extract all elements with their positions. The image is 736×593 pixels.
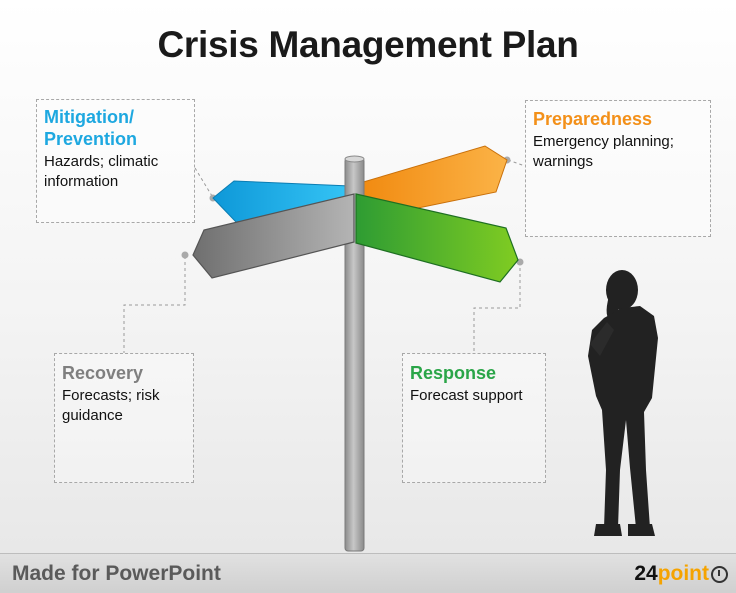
- preparedness-box: Preparedness Emergency planning; warning…: [525, 100, 711, 237]
- sign-green-response: [355, 193, 519, 283]
- recovery-box: Recovery Forecasts; risk guidance: [54, 353, 194, 483]
- footer-bar: Made for PowerPoint 24 point: [0, 553, 736, 593]
- mitigation-text: Hazards; climatic information: [44, 153, 159, 190]
- clock-icon: [711, 565, 728, 583]
- preparedness-heading: Preparedness: [533, 109, 653, 129]
- mitigation-heading: Mitigation/ Prevention: [44, 107, 138, 149]
- mitigation-box: Mitigation/ Prevention Hazards; climatic…: [36, 99, 195, 223]
- sign-gray-recovery: [192, 193, 355, 279]
- response-heading: Response: [410, 363, 497, 383]
- response-text: Forecast support: [410, 387, 523, 404]
- brand-logo: 24 point: [634, 562, 728, 586]
- connector-mitigation: [194, 167, 213, 197]
- page-title: Crisis Management Plan: [157, 24, 579, 65]
- logo-number: 24: [634, 562, 658, 585]
- connector-response: [473, 262, 521, 353]
- response-box: Response Forecast support: [402, 353, 546, 483]
- connector-preparedness: [507, 159, 526, 167]
- recovery-text: Forecasts; risk guidance: [62, 387, 160, 424]
- made-for-label: Made for PowerPoint: [12, 562, 221, 585]
- thinking-man-silhouette: [588, 270, 658, 536]
- connector-dot-recovery: [181, 251, 189, 259]
- signpost-illustration: [123, 145, 658, 552]
- connector-recovery: [123, 256, 186, 353]
- preparedness-text: Emergency planning; warnings: [533, 133, 674, 170]
- logo-word: point: [657, 562, 709, 585]
- recovery-heading: Recovery: [62, 363, 144, 383]
